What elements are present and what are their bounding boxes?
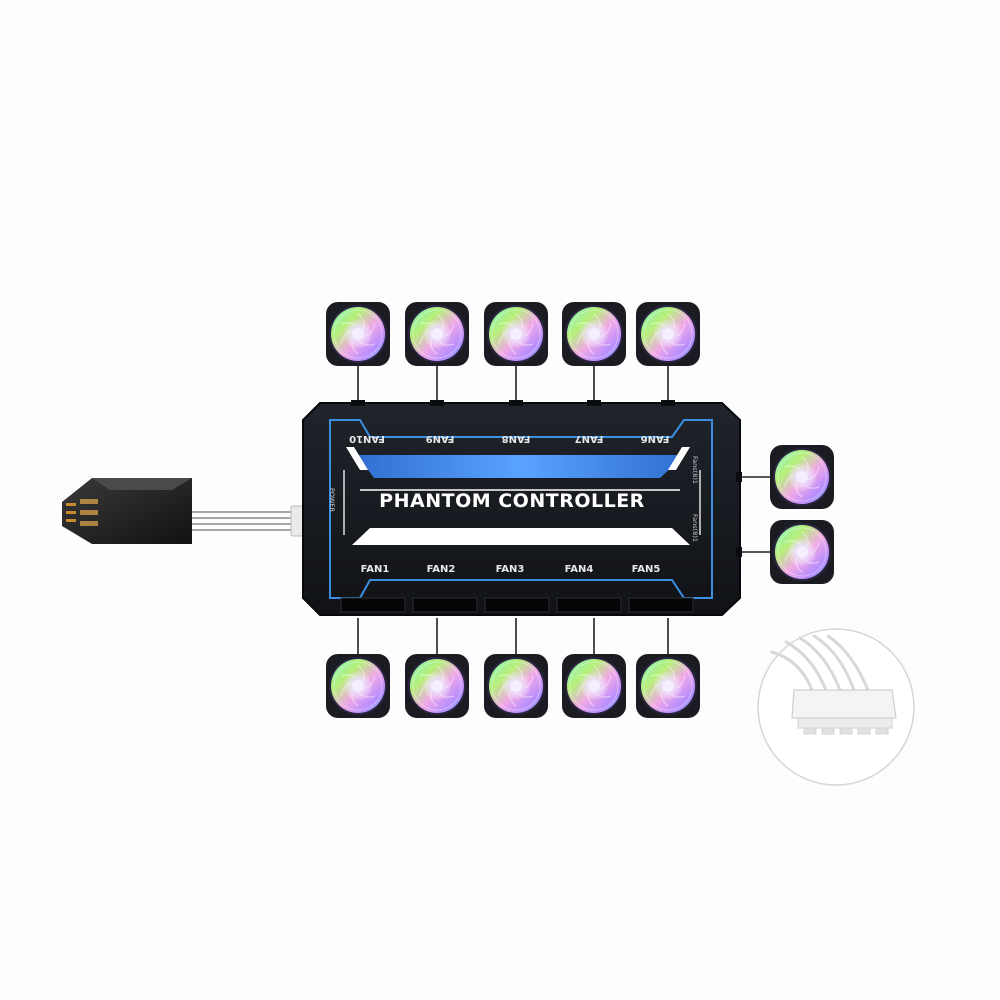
fan-icon bbox=[561, 301, 627, 367]
fan-cables bbox=[357, 362, 772, 655]
bottom-port-slots bbox=[340, 597, 694, 613]
port-label-fan10: FAN10 bbox=[349, 433, 385, 444]
port-label-fan4: FAN4 bbox=[565, 564, 594, 575]
controller-title: PHANTOM CONTROLLER bbox=[379, 490, 645, 512]
fan-icon bbox=[635, 653, 701, 719]
phantom-controller-hub: PHANTOM CONTROLLER FAN10 FAN9 FAN8 FAN7 … bbox=[302, 400, 742, 616]
right-port-label-bottom: Fans(8)1 bbox=[691, 514, 699, 542]
right-fan-column bbox=[769, 444, 835, 585]
port-label-fan9: FAN9 bbox=[426, 433, 455, 444]
port-label-fan5: FAN5 bbox=[632, 564, 661, 575]
power-port-label: POWER bbox=[328, 488, 336, 513]
port-label-fan1: FAN1 bbox=[361, 564, 390, 575]
bottom-port-labels: FAN1 FAN2 FAN3 FAN4 FAN5 bbox=[361, 564, 661, 575]
molex-power-connector bbox=[62, 478, 304, 544]
fan-icon bbox=[325, 653, 391, 719]
fan-icon bbox=[769, 444, 835, 510]
connector-closeup-inset bbox=[757, 628, 915, 786]
fan-icon bbox=[561, 653, 627, 719]
fan-icon bbox=[483, 301, 549, 367]
top-port-labels: FAN10 FAN9 FAN8 FAN7 FAN6 bbox=[349, 433, 669, 444]
fan-icon bbox=[404, 301, 470, 367]
port-label-fan7: FAN7 bbox=[575, 433, 604, 444]
right-port-label-top: Fans(8)1 bbox=[691, 456, 699, 484]
port-label-fan8: FAN8 bbox=[502, 433, 531, 444]
port-label-fan2: FAN2 bbox=[427, 564, 456, 575]
top-fan-row bbox=[325, 301, 701, 367]
port-label-fan6: FAN6 bbox=[641, 433, 670, 444]
fan-icon bbox=[769, 519, 835, 585]
fan-icon bbox=[404, 653, 470, 719]
fan-icon bbox=[635, 301, 701, 367]
port-label-fan3: FAN3 bbox=[496, 564, 525, 575]
bottom-fan-row bbox=[325, 653, 701, 719]
fan-icon bbox=[325, 301, 391, 367]
fan-icon bbox=[483, 653, 549, 719]
